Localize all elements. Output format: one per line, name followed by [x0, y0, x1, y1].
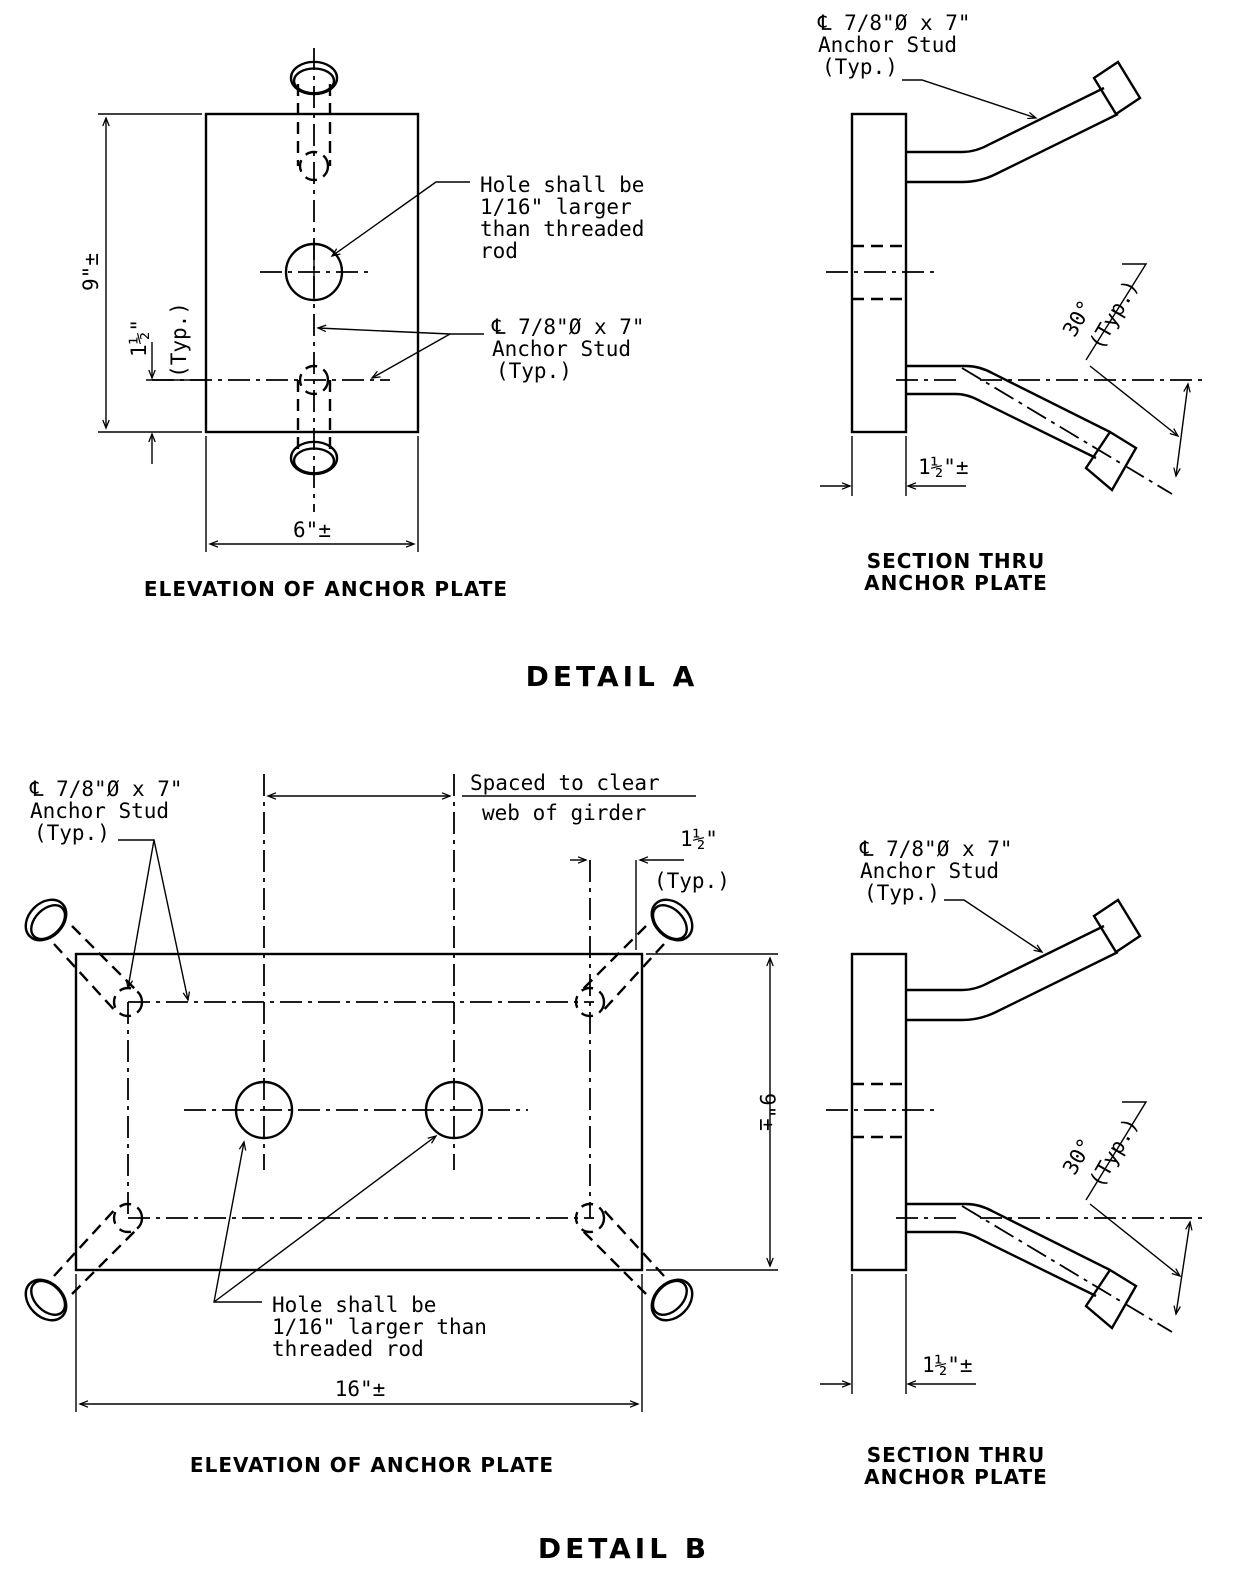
stud-note-b-3: (Typ.) [34, 821, 110, 845]
leader-hole-b-2 [213, 1134, 438, 1303]
anchor-stud-bottom-right [574, 1202, 702, 1330]
spacing-note-2: web of girder [482, 801, 646, 825]
stud-note-line-2: Anchor Stud [492, 337, 631, 361]
hole-note-b-1: Hole shall be [272, 1293, 436, 1317]
hole-note-b-2: 1/16" larger than [272, 1315, 487, 1339]
detail-b-section: 30° (Typ.) ℄ 7/8"Ø x 7" Anchor Stud (Typ… [820, 837, 1208, 1489]
dim-thickness-label: 1½"± [918, 455, 969, 479]
dim-edge-label: 1½" [127, 319, 151, 357]
hole-note-line-1: Hole shall be [480, 173, 644, 197]
hole-note-b-3: threaded rod [272, 1337, 424, 1361]
anchor-plate-b [74, 952, 644, 1272]
caption-section-b-1: SECTION THRU [867, 1443, 1046, 1467]
anchor-stud-top-section [906, 60, 1142, 184]
anchor-stud-bottom-section-b [896, 1202, 1173, 1333]
stud-note-b-2: Anchor Stud [30, 799, 169, 823]
caption-section-a-2: ANCHOR PLATE [864, 571, 1048, 595]
anchor-stud-top [289, 60, 339, 182]
anchor-stud-top-right [574, 890, 702, 1018]
anchor-stud-bottom-left [16, 1202, 144, 1330]
plate-section-b [850, 952, 908, 1272]
caption-elevation-b: ELEVATION OF ANCHOR PLATE [190, 1453, 554, 1477]
anchor-stud-bottom-section [896, 364, 1173, 495]
stud-note-line-3: (Typ.) [496, 359, 572, 383]
hole-note-line-3: than threaded [480, 217, 644, 241]
caption-elevation-a: ELEVATION OF ANCHOR PLATE [144, 577, 508, 601]
detail-b-elevation: ℄ 7/8"Ø x 7" Anchor Stud (Typ.) Spaced t… [16, 771, 779, 1477]
anchor-stud-top-section-b [906, 898, 1142, 1022]
leader-stud-note-2 [370, 333, 451, 379]
dim-thickness-b-label: 1½"± [922, 1353, 973, 1377]
leader-hole-note [330, 181, 470, 257]
dim-edge-typ: (Typ.) [167, 302, 191, 378]
detail-a-elevation: Hole shall be 1/16" larger than threaded… [79, 48, 645, 601]
dim-edge-b-typ: (Typ.) [654, 869, 730, 893]
title-detail-b: DETAIL B [538, 1532, 710, 1565]
dim-width-label: 6"± [293, 518, 331, 542]
dim-edge-b-label: 1½" [680, 827, 718, 851]
leader-stud-note-b-1 [118, 839, 155, 990]
dim-angle [1173, 382, 1191, 478]
spacing-note-1: Spaced to clear [470, 771, 660, 795]
hole-note-line-2: 1/16" larger [480, 195, 632, 219]
stud-note-section-3: (Typ.) [822, 55, 898, 79]
stud-note-b-1: ℄ 7/8"Ø x 7" [29, 777, 183, 801]
hole-note-line-4: rod [480, 239, 518, 263]
stud-note-section-b-1: ℄ 7/8"Ø x 7" [859, 837, 1013, 861]
dim-width-b-label: 16"± [335, 1377, 386, 1401]
detail-a-section: 30° (Typ.) ℄ 7/8"Ø x 7" Anchor Stud (Typ… [817, 11, 1208, 595]
stud-note-section-b-2: Anchor Stud [860, 859, 999, 883]
caption-section-a-1: SECTION THRU [867, 549, 1046, 573]
leader-stud-note-section [902, 79, 1038, 120]
leader-stud-note-b-2 [153, 839, 191, 1002]
threaded-rod-hole-left [234, 1080, 294, 1140]
leader-stud-note-1 [316, 324, 484, 335]
anchor-stud-bottom [289, 364, 339, 476]
threaded-rod-hole-right [424, 1080, 484, 1140]
leader-hole-b-1 [213, 1140, 262, 1303]
stud-note-line-1: ℄ 7/8"Ø x 7" [491, 315, 645, 339]
plate-section [850, 112, 908, 434]
dim-angle-b [1173, 1220, 1193, 1316]
stud-note-section-2: Anchor Stud [818, 33, 957, 57]
title-detail-a: DETAIL A [526, 660, 699, 693]
stud-note-section-1: ℄ 7/8"Ø x 7" [817, 11, 971, 35]
dim-height-b-label: 9"± [755, 1093, 779, 1131]
dim-height-label: 9"± [79, 253, 103, 291]
caption-section-b-2: ANCHOR PLATE [864, 1465, 1048, 1489]
stud-note-section-b-3: (Typ.) [864, 881, 940, 905]
anchor-plate [204, 112, 420, 434]
leader-stud-note-section-b [944, 899, 1044, 953]
